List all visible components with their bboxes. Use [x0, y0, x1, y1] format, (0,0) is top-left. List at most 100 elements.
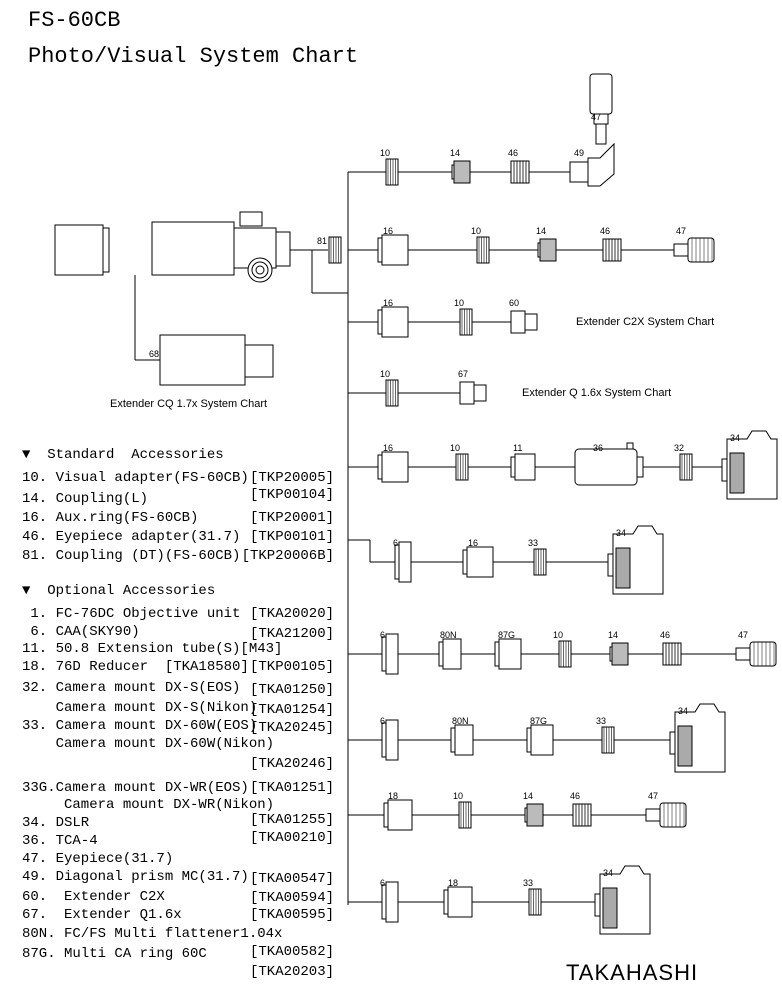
part-label: 67 [458, 369, 469, 379]
label-81: 81 [317, 236, 328, 246]
standard-item-name: 14. Coupling(L) [22, 491, 149, 507]
optional-item-name: 6. CAA(SKY90) [22, 624, 140, 640]
part-47 [735, 641, 777, 667]
part-label: 16 [468, 538, 479, 548]
part-label: 14 [450, 148, 461, 158]
part-33 [601, 726, 615, 754]
standard-item-code: [TKP20006B] [241, 548, 334, 564]
part-6 [381, 719, 399, 761]
part-label: 46 [600, 226, 611, 236]
part-label: 34 [730, 433, 741, 443]
part-46 [662, 642, 682, 666]
part-label: 16 [383, 226, 394, 236]
optional-item-name: 18. 76D Reducer [TKA18580] [22, 659, 249, 675]
optional-item-name: Camera mount DX-60W(Nikon) [22, 736, 275, 752]
optional-header: ▼ Optional Accessories [22, 583, 216, 599]
standard-item-code: [TKP00104] [249, 487, 334, 503]
optional-item-code: [TKA01251] [249, 780, 334, 796]
focus-knob-icon [255, 265, 265, 275]
standard-item-code: [TKP20001] [249, 510, 334, 526]
optional-item-name: 33. Camera mount DX-60W(EOS) [22, 718, 258, 734]
note-extender-q: Extender Q 1.6x System Chart [522, 387, 672, 399]
part-label: 18 [388, 791, 399, 801]
part-label: 80N [440, 630, 457, 640]
part-label: 10 [553, 630, 564, 640]
standard-item-name: 16. Aux.ring(FS-60CB) [22, 510, 199, 526]
part-10 [459, 308, 473, 336]
part-10 [476, 236, 490, 264]
part-16 [377, 234, 409, 266]
optional-item-code: [TKA20246] [249, 756, 334, 772]
part-label: 6 [380, 878, 386, 888]
optional-item-name: 67. Extender Q1.6x [22, 907, 182, 923]
part-67 [459, 381, 487, 405]
optional-item-name: 49. Diagonal prism MC(31.7) [22, 869, 249, 885]
optional-item-name: 47. Eyepiece(31.7) [22, 851, 174, 867]
optional-item-code: [TKA20203] [249, 964, 334, 980]
part-10 [385, 379, 399, 407]
finder-base [239, 211, 263, 227]
optional-item-code: [TKA01254] [249, 702, 334, 718]
optional-item-code: [TKA01255] [249, 812, 334, 828]
part-label: 10 [380, 369, 391, 379]
part-16 [462, 546, 494, 578]
part-34 [594, 865, 651, 935]
part-16 [377, 451, 409, 483]
brand-logo: TAKAHASHI [566, 960, 699, 985]
part-label: 14 [608, 630, 619, 640]
part-label: 6 [393, 538, 399, 548]
optional-item-code: [TKA01250] [249, 682, 334, 698]
part-32 [679, 453, 693, 481]
part-label: 14 [523, 791, 534, 801]
part-label: 14 [536, 226, 547, 236]
part-label: 47 [738, 630, 749, 640]
part-34 [721, 430, 778, 500]
part-label: 80N [452, 716, 469, 726]
part-10 [458, 801, 472, 829]
part-label: 10 [471, 226, 482, 236]
part-label: 47 [591, 112, 602, 122]
optional-item-name: 36. TCA-4 [22, 833, 98, 849]
part-87G [526, 724, 554, 756]
part-label: 49 [574, 148, 585, 158]
optional-item-name: 33G.Camera mount DX-WR(EOS) [22, 780, 249, 796]
part-label: 33 [523, 878, 534, 888]
optional-item-name: 80N. FC/FS Multi flattener1.04x [22, 926, 283, 942]
part-label: 33 [528, 538, 539, 548]
part-label: 46 [660, 630, 671, 640]
part-label: 47 [648, 791, 659, 801]
part-10 [558, 640, 572, 668]
part-label: 32 [674, 443, 685, 453]
standard-item-code: [TKP00101] [249, 529, 334, 545]
part-6 [381, 633, 399, 675]
optional-item-name: 34. DSLR [22, 815, 90, 831]
part-33 [533, 548, 547, 576]
optional-item-name: 60. Extender C2X [22, 889, 165, 905]
standard-header: ▼ Standard Accessories [22, 447, 224, 463]
optional-item-code: [TKA00595] [249, 907, 334, 923]
part-34 [607, 525, 664, 595]
part-11 [510, 453, 536, 481]
label-68: 68 [149, 349, 160, 359]
part-46 [510, 160, 530, 184]
part-80N [450, 724, 474, 756]
part-14 [537, 238, 557, 262]
part-60 [510, 310, 538, 334]
part-46 [572, 803, 592, 827]
part-49 [569, 73, 615, 187]
optional-item-code: [TKA00582] [249, 944, 334, 960]
optional-item-name: 87G. Multi CA ring 60C [22, 946, 207, 962]
part-label: 34 [603, 868, 614, 878]
part-14 [451, 160, 471, 184]
optional-item-code: [TKA00547] [249, 871, 334, 887]
optional-item-name: Camera mount DX-S(Nikon) [22, 700, 258, 716]
part-label: 47 [676, 226, 687, 236]
part-46 [602, 238, 622, 262]
optional-item-code: [TKP00105] [249, 659, 334, 675]
part-18 [383, 799, 413, 831]
extender-cq-tube [244, 344, 274, 378]
part-10 [385, 158, 399, 186]
part-label: 11 [513, 443, 523, 453]
